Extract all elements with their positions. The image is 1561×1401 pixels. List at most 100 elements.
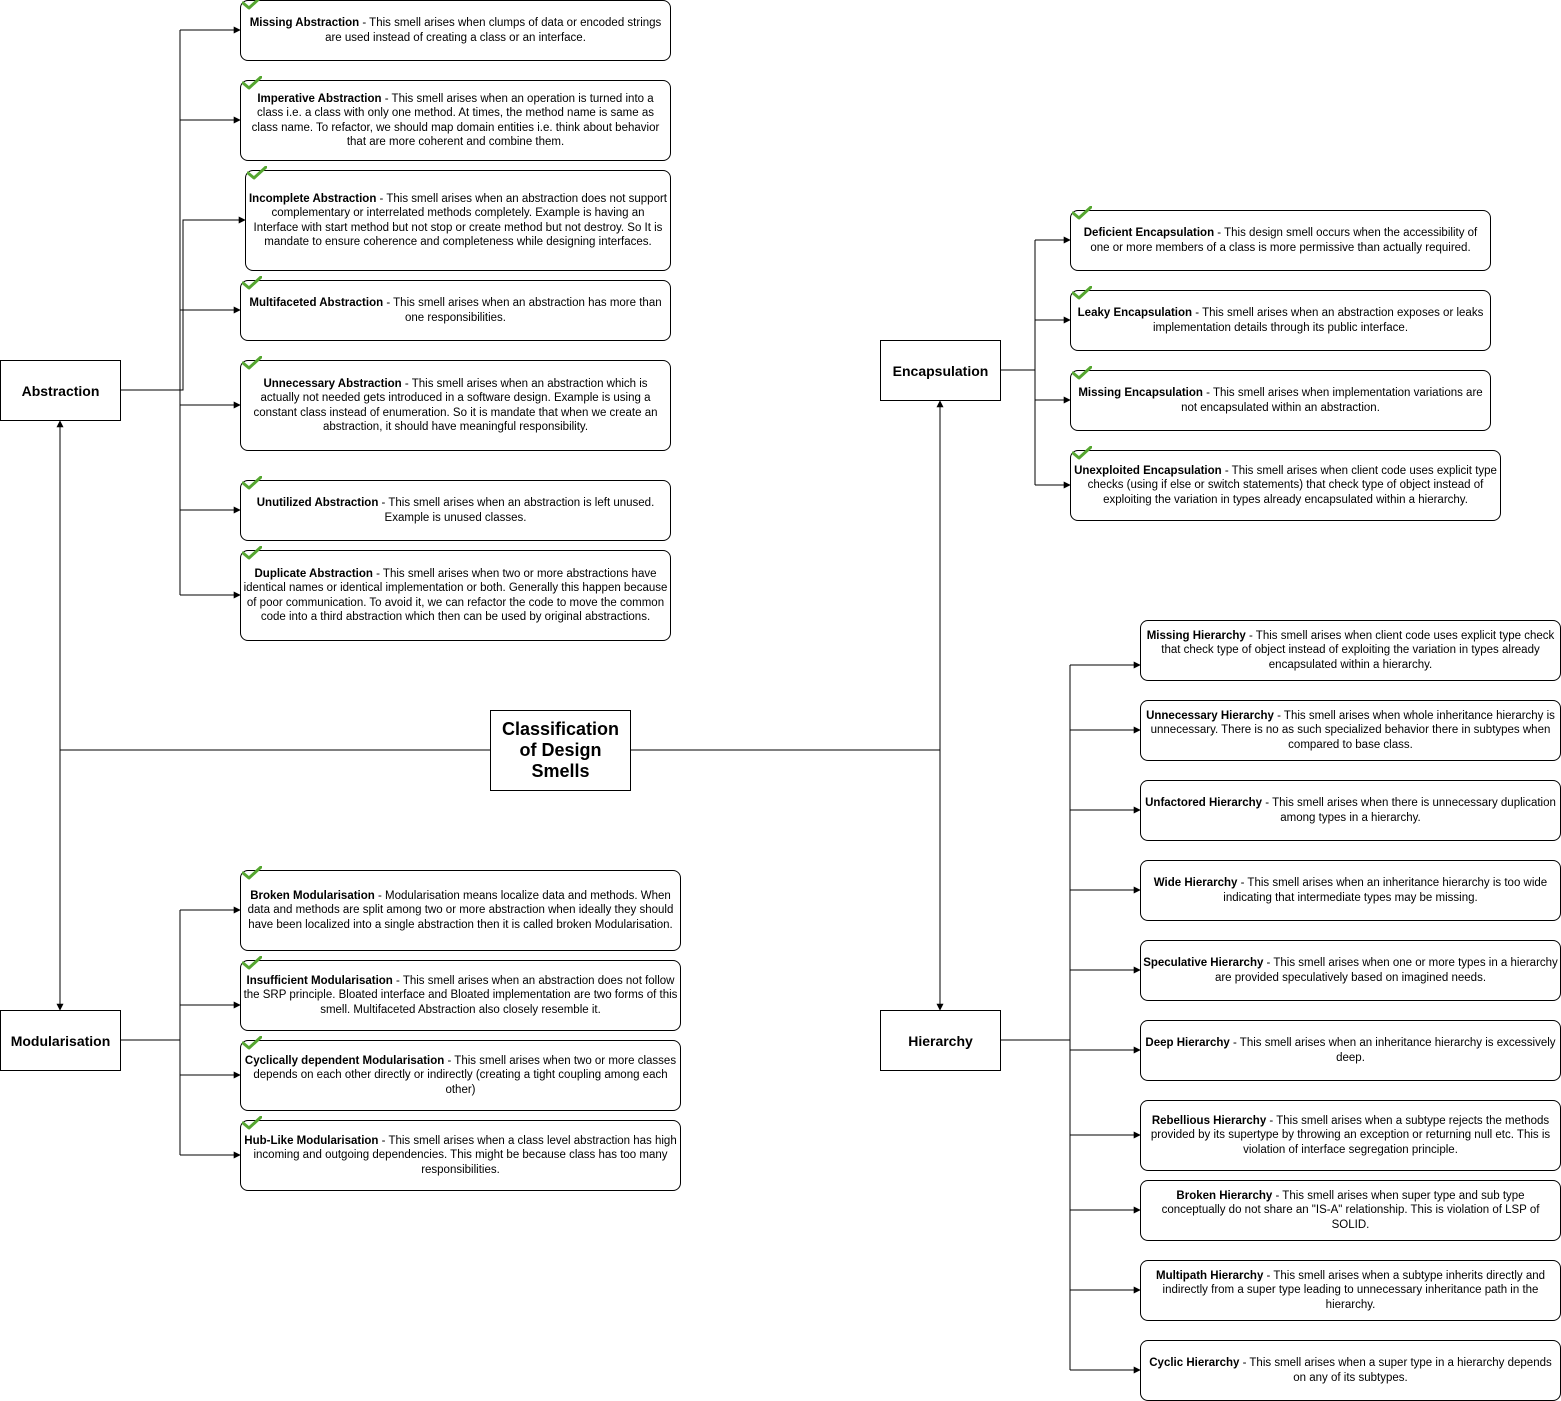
check-mark-icon bbox=[242, 0, 260, 10]
smell-text: Rebellious Hierarchy - This smell arises… bbox=[1143, 1114, 1558, 1157]
smell-card[interactable]: Deficient Encapsulation - This design sm… bbox=[1070, 210, 1491, 271]
smell-description: - This smell arises when there is unnece… bbox=[1262, 797, 1556, 824]
smell-description: - This smell arises when two or more cla… bbox=[253, 1054, 677, 1096]
smell-name: Cyclically dependent Modularisation bbox=[244, 1054, 445, 1067]
smell-card[interactable]: Missing Encapsulation - This smell arise… bbox=[1070, 370, 1491, 431]
smell-description: - This smell arises when client code use… bbox=[1161, 629, 1555, 671]
smell-name: Unutilized Abstraction bbox=[256, 497, 379, 510]
smell-name: Speculative Hierarchy bbox=[1143, 957, 1264, 970]
smell-card[interactable]: Missing Hierarchy - This smell arises wh… bbox=[1140, 620, 1561, 681]
smell-description: - This smell arises when client code use… bbox=[1087, 464, 1497, 506]
smell-description: - This smell arises when a super type in… bbox=[1239, 1357, 1552, 1384]
smell-description: - This smell arises when an abstraction … bbox=[383, 297, 662, 324]
smell-card[interactable]: Hub-Like Modularisation - This smell ari… bbox=[240, 1120, 681, 1191]
smell-card[interactable]: Broken Hierarchy - This smell arises whe… bbox=[1140, 1180, 1561, 1241]
smell-text: Unnecessary Hierarchy - This smell arise… bbox=[1143, 709, 1558, 752]
smell-text: Unnecessary Abstraction - This smell ari… bbox=[243, 377, 668, 435]
smell-text: Broken Modularisation - Modularisation m… bbox=[243, 889, 678, 932]
smell-card[interactable]: Wide Hierarchy - This smell arises when … bbox=[1140, 860, 1561, 921]
smell-description: - This smell arises when two or more abs… bbox=[243, 567, 668, 623]
smell-card[interactable]: Incomplete Abstraction - This smell aris… bbox=[245, 170, 671, 271]
smell-description: - This design smell occurs when the acce… bbox=[1090, 227, 1478, 254]
smell-description: - This smell arises when clumps of data … bbox=[325, 17, 662, 44]
hierarchy-category-node[interactable]: Hierarchy bbox=[880, 1010, 1001, 1071]
smell-card[interactable]: Deep Hierarchy - This smell arises when … bbox=[1140, 1020, 1561, 1081]
smell-card[interactable]: Missing Abstraction - This smell arises … bbox=[240, 0, 671, 61]
smell-name: Missing Abstraction bbox=[249, 17, 360, 30]
smell-card[interactable]: Unexploited Encapsulation - This smell a… bbox=[1070, 450, 1501, 521]
smell-card[interactable]: Speculative Hierarchy - This smell arise… bbox=[1140, 940, 1561, 1001]
smell-text: Multifaceted Abstraction - This smell ar… bbox=[243, 296, 668, 325]
smell-description: - This smell arises when a class level a… bbox=[253, 1134, 677, 1176]
check-mark-icon bbox=[242, 276, 262, 290]
smell-text: Deep Hierarchy - This smell arises when … bbox=[1143, 1036, 1558, 1065]
smell-text: Hub-Like Modularisation - This smell ari… bbox=[243, 1134, 678, 1177]
smell-text: Leaky Encapsulation - This smell arises … bbox=[1073, 306, 1488, 335]
smell-name: Deep Hierarchy bbox=[1145, 1037, 1230, 1050]
smell-name: Cyclic Hierarchy bbox=[1149, 1357, 1240, 1370]
smell-text: Deficient Encapsulation - This design sm… bbox=[1073, 226, 1488, 255]
smell-card[interactable]: Broken Modularisation - Modularisation m… bbox=[240, 870, 681, 951]
smell-name: Unnecessary Abstraction bbox=[263, 377, 402, 390]
smell-text: Incomplete Abstraction - This smell aris… bbox=[248, 192, 668, 250]
smell-description: - This smell arises when an operation is… bbox=[251, 92, 660, 148]
smell-name: Hub-Like Modularisation bbox=[244, 1134, 379, 1147]
smell-text: Broken Hierarchy - This smell arises whe… bbox=[1143, 1189, 1558, 1232]
smell-name: Imperative Abstraction bbox=[257, 92, 382, 105]
smell-text: Imperative Abstraction - This smell aris… bbox=[243, 92, 668, 150]
modularisation-category-node[interactable]: Modularisation bbox=[0, 1010, 121, 1071]
check-mark-icon bbox=[1072, 366, 1092, 380]
smell-card[interactable]: Leaky Encapsulation - This smell arises … bbox=[1070, 290, 1491, 351]
smell-card[interactable]: Duplicate Abstraction - This smell arise… bbox=[240, 550, 671, 641]
check-mark-icon bbox=[242, 546, 262, 560]
smell-text: Speculative Hierarchy - This smell arise… bbox=[1143, 956, 1558, 985]
smell-name: Multipath Hierarchy bbox=[1155, 1269, 1264, 1282]
smell-card[interactable]: Multifaceted Abstraction - This smell ar… bbox=[240, 280, 671, 341]
smell-card[interactable]: Cyclically dependent Modularisation - Th… bbox=[240, 1040, 681, 1111]
smell-text: Wide Hierarchy - This smell arises when … bbox=[1143, 876, 1558, 905]
smell-name: Unnecessary Hierarchy bbox=[1146, 709, 1274, 722]
smell-description: - This smell arises when a subtype rejec… bbox=[1150, 1114, 1551, 1156]
smell-description: - This smell arises when an inheritance … bbox=[1229, 1037, 1556, 1064]
smell-text: Insufficient Modularisation - This smell… bbox=[243, 974, 678, 1017]
smell-description: - This smell arises when an abstraction … bbox=[243, 974, 678, 1016]
smell-name: Wide Hierarchy bbox=[1153, 877, 1238, 890]
smell-card[interactable]: Unfactored Hierarchy - This smell arises… bbox=[1140, 780, 1561, 841]
smell-text: Missing Abstraction - This smell arises … bbox=[243, 16, 668, 45]
smell-card[interactable]: Unutilized Abstraction - This smell aris… bbox=[240, 480, 671, 541]
check-mark-icon bbox=[242, 76, 262, 90]
smell-description: - This smell arises when one or more typ… bbox=[1214, 957, 1558, 984]
check-mark-icon bbox=[242, 1116, 262, 1130]
smell-card[interactable]: Unnecessary Abstraction - This smell ari… bbox=[240, 360, 671, 451]
smell-text: Unfactored Hierarchy - This smell arises… bbox=[1143, 796, 1558, 825]
smell-description: - This smell arises when an inheritance … bbox=[1223, 877, 1548, 904]
check-mark-icon bbox=[247, 166, 267, 180]
smell-description: - This smell arises when whole inheritan… bbox=[1150, 709, 1555, 751]
smell-card[interactable]: Unnecessary Hierarchy - This smell arise… bbox=[1140, 700, 1561, 761]
smell-card[interactable]: Insufficient Modularisation - This smell… bbox=[240, 960, 681, 1031]
abstraction-branch bbox=[180, 216, 246, 391]
smell-name: Incomplete Abstraction bbox=[248, 192, 377, 205]
check-mark-icon bbox=[242, 1036, 262, 1050]
smell-name: Missing Encapsulation bbox=[1078, 387, 1203, 400]
smell-name: Multifaceted Abstraction bbox=[249, 297, 384, 310]
diagram-title-node[interactable]: Classification of Design Smells bbox=[490, 710, 631, 791]
smell-text: Unexploited Encapsulation - This smell a… bbox=[1073, 464, 1498, 507]
smell-name: Rebellious Hierarchy bbox=[1151, 1114, 1267, 1127]
check-mark-icon bbox=[242, 866, 262, 880]
smell-text: Missing Hierarchy - This smell arises wh… bbox=[1143, 629, 1558, 672]
encapsulation-category-node[interactable]: Encapsulation bbox=[880, 340, 1001, 401]
smell-text: Multipath Hierarchy - This smell arises … bbox=[1143, 1269, 1558, 1312]
check-mark-icon bbox=[242, 956, 262, 970]
abstraction-category-node[interactable]: Abstraction bbox=[0, 360, 121, 421]
smell-description: - This smell arises when a subtype inher… bbox=[1162, 1269, 1546, 1311]
check-mark-icon bbox=[242, 356, 262, 370]
smell-description: - This smell arises when an abstraction … bbox=[1152, 307, 1484, 334]
smell-name: Duplicate Abstraction bbox=[254, 567, 373, 580]
smell-name: Insufficient Modularisation bbox=[246, 974, 393, 987]
smell-name: Broken Hierarchy bbox=[1176, 1189, 1273, 1202]
smell-card[interactable]: Multipath Hierarchy - This smell arises … bbox=[1140, 1260, 1561, 1321]
smell-card[interactable]: Cyclic Hierarchy - This smell arises whe… bbox=[1140, 1340, 1561, 1401]
smell-card[interactable]: Imperative Abstraction - This smell aris… bbox=[240, 80, 671, 161]
smell-card[interactable]: Rebellious Hierarchy - This smell arises… bbox=[1140, 1100, 1561, 1171]
